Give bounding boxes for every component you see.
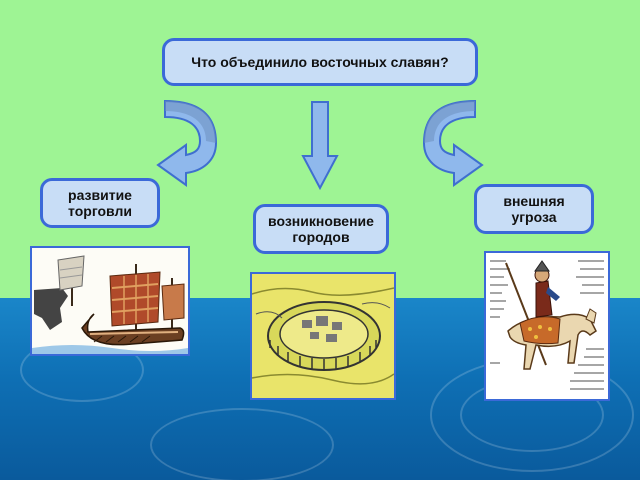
trade-line-2: торговли [68,203,132,219]
city-image [250,272,396,400]
cities-line-2: городов [292,229,350,245]
curved-arrow-left-icon [156,99,218,187]
trade-line-1: развитие [68,186,132,203]
threat-box: внешняя угроза [474,184,594,234]
ships-image [30,246,190,356]
question-box: Что объединило восточных славян? [162,38,478,86]
threat-line-1: внешняя [503,192,565,209]
curved-arrow-right-icon [422,99,484,187]
trade-box: развитие торговли [40,178,160,228]
water-ripple [150,408,334,480]
cities-line-1: возникновение [268,212,374,229]
question-text: Что объединило восточных славян? [191,53,449,70]
fortified-city-icon [251,274,395,398]
rider-image [484,251,610,401]
down-arrow-icon [301,101,339,191]
cities-box: возникновение городов [253,204,389,254]
ships-icon [32,248,188,354]
mounted-warrior-icon [486,253,608,399]
threat-line-2: угроза [511,209,557,225]
